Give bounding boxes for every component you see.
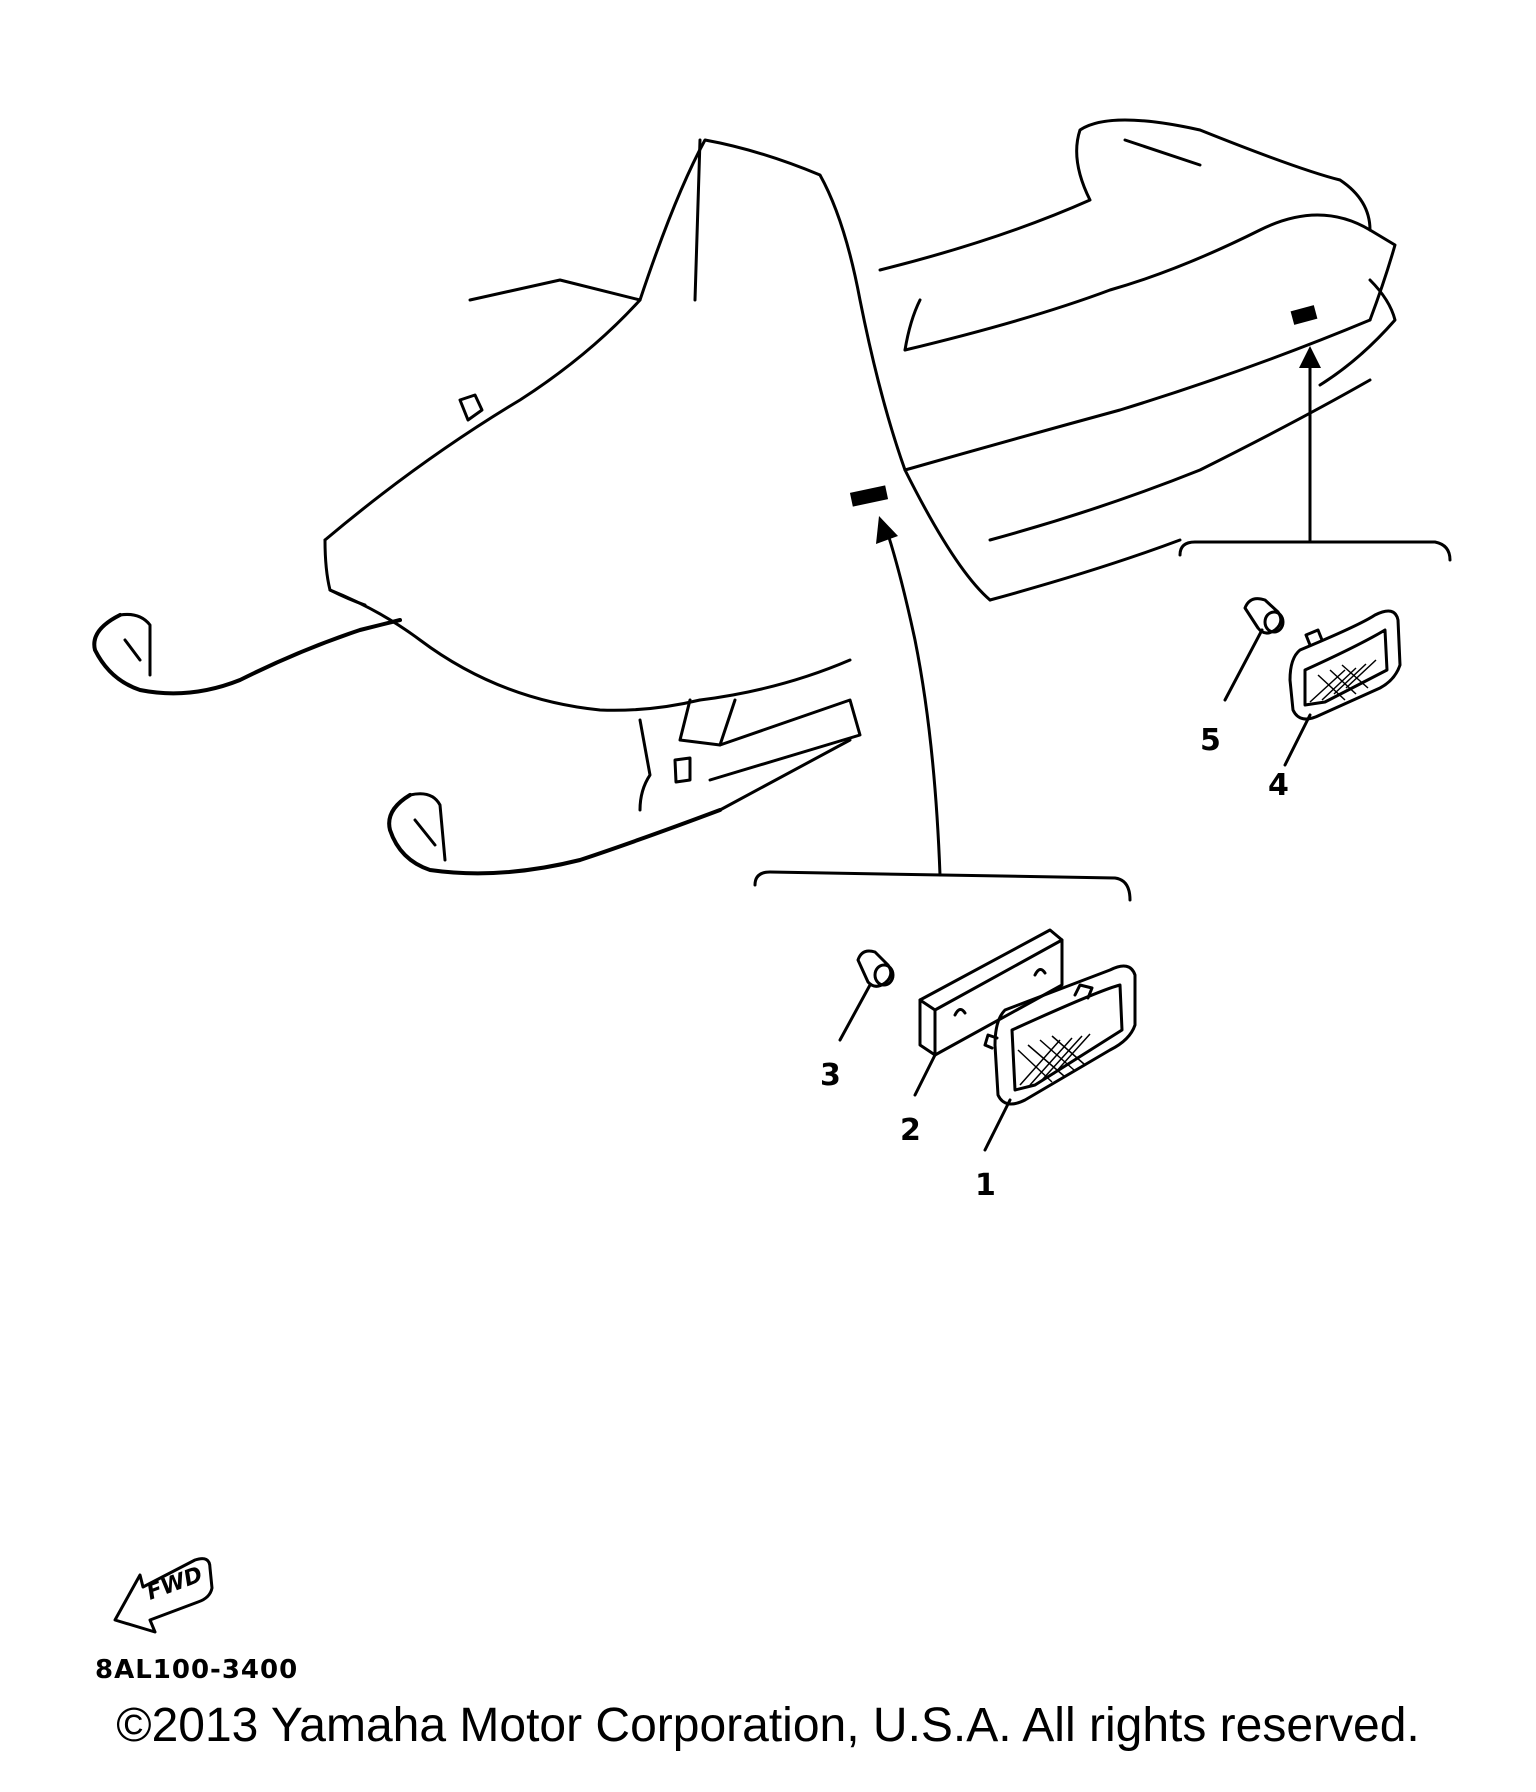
forward-direction-arrow-icon: FWD: [113, 1557, 214, 1634]
reflector-part-4: [1288, 609, 1402, 721]
grommet-part-3: [856, 949, 895, 988]
leader-line-2: [913, 1053, 937, 1097]
reflector-part-1: [983, 964, 1137, 1106]
callout-4: 4: [1268, 768, 1289, 803]
front-reflector-location-mark: [849, 485, 889, 507]
callout-1: 1: [975, 1168, 996, 1203]
callout-2: 2: [900, 1113, 921, 1148]
callout-5: 5: [1200, 723, 1221, 758]
callout-3: 3: [820, 1058, 841, 1093]
front-reflector-group-bracket: [753, 516, 1132, 902]
leader-line-4: [1283, 713, 1312, 767]
diagram-code: 8AL100-3400: [95, 1655, 298, 1685]
rear-reflector-location-mark: [1290, 305, 1318, 325]
snowmobile-illustration: [92, 118, 1397, 876]
arrow-head-icon: [876, 516, 898, 544]
gasket-part-2: [918, 928, 1064, 1057]
rear-reflector-group-bracket: [1178, 346, 1452, 562]
leader-line-3: [838, 983, 872, 1042]
arrow-head-icon: [1299, 346, 1321, 368]
leader-line-1: [983, 1098, 1012, 1152]
grommet-part-5: [1243, 597, 1285, 635]
copyright-notice: ©2013 Yamaha Motor Corporation, U.S.A. A…: [116, 1699, 1420, 1752]
leader-line-5: [1223, 628, 1264, 702]
